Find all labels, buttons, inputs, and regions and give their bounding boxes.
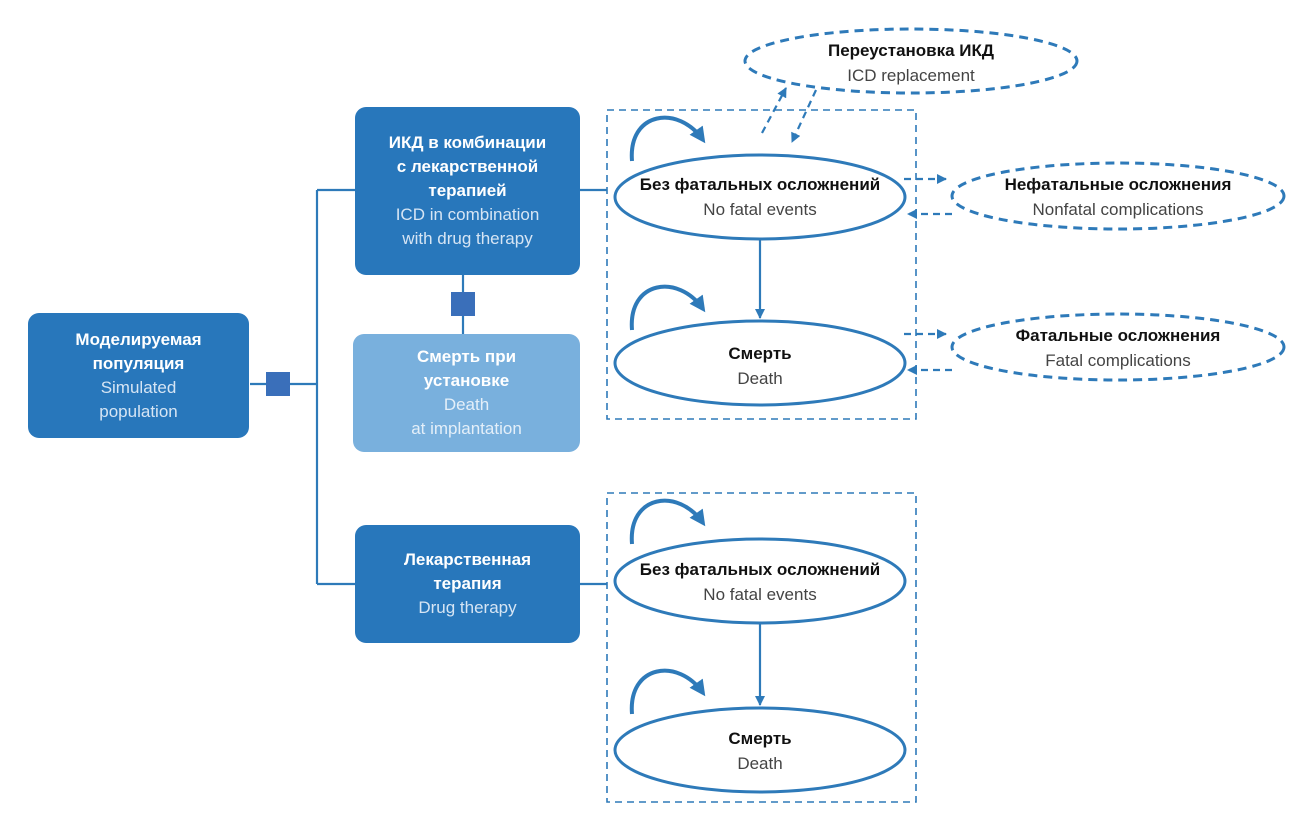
- state-drug-death-ellipse: [613, 706, 907, 794]
- drug-therapy-box: Лекарственная терапия Drug therapy: [355, 525, 580, 643]
- state-icd-no-fatal-ellipse: [613, 153, 907, 241]
- nonfatal-complications-ellipse: [950, 161, 1286, 231]
- drug-therapy-ru-1: Лекарственная: [403, 550, 532, 569]
- death-at-implantation-box: Смерть при установке Death at implantati…: [353, 334, 580, 452]
- self-loop-drug-death-icon: [629, 668, 706, 715]
- icd-replacement-ru: Переустановка ИКД: [827, 41, 995, 60]
- state-icd-no-fatal-label: Без фатальных осложнений No fatal events: [620, 170, 900, 224]
- death-implantation-ru-1: Смерть при: [416, 347, 517, 366]
- self-loop-drug-no-fatal-icon: [629, 498, 706, 545]
- fatal-complications-en: Fatal complications: [1045, 351, 1191, 370]
- simulated-population-en-1: Simulated: [100, 377, 177, 397]
- icd-replacement-ellipse: [743, 27, 1079, 95]
- icd-drug-ru-1: ИКД в комбинации: [388, 133, 547, 152]
- death-implantation-en-2: at implantation: [411, 419, 522, 438]
- self-loop-icd-no-fatal-icon: [629, 115, 706, 162]
- nonfatal-complications-ru: Нефатальные осложнения: [1004, 175, 1232, 194]
- state-drug-death-label: Смерть Death: [620, 724, 900, 778]
- state-drug-death-en: Death: [737, 754, 783, 773]
- icd-replacement-label: Переустановка ИКД ICD replacement: [760, 36, 1062, 90]
- state-icd-no-fatal-en: No fatal events: [703, 200, 817, 219]
- arrow-from-icd-replacement: [791, 89, 817, 143]
- state-icd-death-ellipse: [613, 319, 907, 407]
- state-drug-death-ru: Смерть: [728, 729, 792, 748]
- nonfatal-complications-en: Nonfatal complications: [1032, 200, 1204, 219]
- icd-drug-en-1: ICD in combination: [395, 205, 540, 224]
- fatal-complications-label: Фатальные осложнения Fatal complications: [963, 321, 1273, 375]
- state-icd-death-ru: Смерть: [728, 344, 792, 363]
- death-implantation-en-1: Death: [443, 395, 490, 414]
- icd-drug-ru-2: с лекарственной: [396, 157, 539, 176]
- fatal-complications-ellipse: [950, 312, 1286, 382]
- state-icd-death-label: Смерть Death: [620, 339, 900, 393]
- state-drug-no-fatal-ellipse: [613, 537, 907, 625]
- fatal-complications-ru: Фатальные осложнения: [1015, 326, 1221, 345]
- simulated-population-box: Моделируемая популяция Simulated populat…: [28, 313, 249, 438]
- state-icd-death-en: Death: [737, 369, 783, 388]
- state-drug-no-fatal-label: Без фатальных осложнений No fatal events: [620, 555, 900, 609]
- icd-drug-en-2: with drug therapy: [402, 229, 533, 248]
- drug-therapy-en-1: Drug therapy: [418, 598, 517, 617]
- icd-drug-ru-3: терапией: [428, 181, 507, 200]
- simulated-population-ru-1: Моделируемая: [75, 329, 202, 349]
- icd-drug-therapy-box: ИКД в комбинации с лекарственной терапие…: [355, 107, 580, 275]
- simulated-population-ru-2: популяция: [92, 353, 185, 373]
- icd-replacement-en: ICD replacement: [847, 66, 975, 85]
- self-loop-icd-death-icon: [629, 284, 706, 331]
- decision-node-square: [266, 372, 290, 396]
- state-drug-no-fatal-en: No fatal events: [703, 585, 817, 604]
- chance-node-square: [451, 292, 475, 316]
- drug-markov-container: [606, 492, 917, 803]
- state-icd-no-fatal-ru: Без фатальных осложнений: [639, 175, 881, 194]
- death-implantation-ru-2: установке: [423, 371, 510, 390]
- state-drug-no-fatal-ru: Без фатальных осложнений: [639, 560, 881, 579]
- arrow-to-icd-replacement: [761, 87, 787, 134]
- nonfatal-complications-label: Нефатальные осложнения Nonfatal complica…: [963, 170, 1273, 224]
- icd-markov-container: [606, 109, 917, 420]
- simulated-population-en-2: population: [99, 401, 178, 421]
- drug-therapy-ru-2: терапия: [433, 574, 502, 593]
